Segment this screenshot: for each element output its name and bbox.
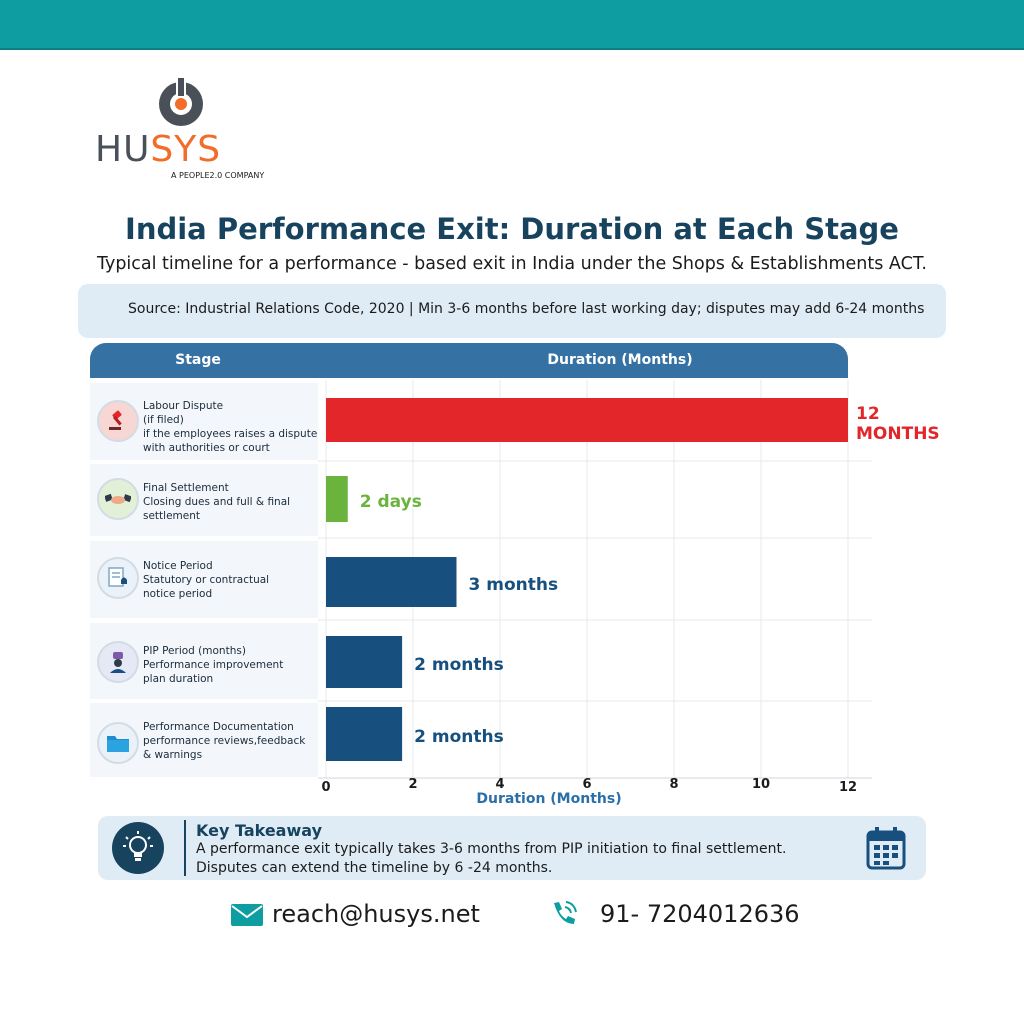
key-takeaway-box: Key Takeaway A performance exit typicall… bbox=[98, 816, 926, 880]
logo-text-sys: SYS bbox=[150, 129, 222, 170]
x-tick-label: 8 bbox=[669, 777, 678, 792]
table-header: Stage Duration (Months) bbox=[90, 343, 848, 378]
stage-title: Final Settlement bbox=[143, 482, 229, 494]
folder-icon bbox=[97, 722, 139, 764]
page-subtitle: Typical timeline for a performance - bas… bbox=[97, 254, 927, 274]
stage-title: Notice Period bbox=[143, 560, 213, 572]
bar bbox=[326, 636, 403, 688]
contact-email[interactable]: reach@husys.net bbox=[272, 900, 480, 928]
stage-desc: settlement bbox=[143, 510, 201, 522]
x-tick-label: 10 bbox=[752, 777, 770, 792]
bar-value-label: 2 months bbox=[414, 727, 504, 747]
x-tick-label: 6 bbox=[582, 777, 591, 792]
stage-text: Performance Documentation performance re… bbox=[143, 720, 305, 762]
stage-desc: notice period bbox=[143, 588, 213, 600]
stage-desc: plan duration bbox=[143, 673, 214, 685]
power-logo-icon bbox=[159, 76, 203, 126]
bar bbox=[326, 476, 348, 522]
bar-value-label: 12 bbox=[856, 404, 880, 424]
stage-row-notice-period: Notice Period Statutory or contractual n… bbox=[90, 541, 318, 618]
takeaway-divider bbox=[184, 820, 186, 876]
x-tick-label: 12 bbox=[839, 780, 857, 795]
stage-row-final-settlement: Final Settlement Closing dues and full &… bbox=[90, 464, 318, 536]
x-tick-label: 2 bbox=[408, 777, 417, 792]
stage-title: Labour Dispute bbox=[143, 400, 224, 412]
source-box: Source: Industrial Relations Code, 2020 … bbox=[78, 284, 946, 338]
stage-row-pip-period: PIP Period (months) Performance improvem… bbox=[90, 623, 318, 699]
bar-value-label: MONTHS bbox=[856, 424, 940, 444]
x-axis-title: Duration (Months) bbox=[476, 791, 621, 807]
meeting-person-icon bbox=[97, 641, 139, 683]
bar bbox=[326, 707, 403, 761]
stage-desc: if the employees raises a dispute bbox=[143, 428, 318, 440]
stage-text: Labour Dispute (if filed) if the employe… bbox=[143, 399, 317, 455]
source-text: Source: Industrial Relations Code, 2020 … bbox=[128, 301, 925, 317]
logo-text-hu: HU bbox=[95, 129, 151, 170]
stage-title: Performance Documentation bbox=[143, 721, 294, 733]
notice-document-icon bbox=[97, 557, 139, 599]
stage-text: Final Settlement Closing dues and full &… bbox=[143, 481, 290, 523]
takeaway-line-1: A performance exit typically takes 3-6 m… bbox=[196, 841, 787, 857]
x-tick-label: 4 bbox=[495, 777, 504, 792]
phone-icon bbox=[554, 901, 577, 924]
stage-title: PIP Period (months) bbox=[143, 645, 246, 657]
stage-desc: Statutory or contractual bbox=[143, 574, 270, 586]
stage-row-labour-dispute: Labour Dispute (if filed) if the employe… bbox=[90, 383, 318, 460]
calendar-icon bbox=[866, 827, 906, 870]
stage-text: PIP Period (months) Performance improvem… bbox=[143, 644, 283, 686]
email-icon bbox=[231, 904, 263, 926]
stage-subtitle: (if filed) bbox=[143, 414, 184, 426]
lightbulb-icon bbox=[112, 822, 164, 874]
stage-row-performance-documentation: Performance Documentation performance re… bbox=[90, 703, 318, 777]
stage-desc: & warnings bbox=[143, 749, 203, 761]
stage-desc: performance reviews,feedback bbox=[143, 735, 306, 747]
bar-value-label: 2 days bbox=[360, 492, 422, 512]
husys-logo: HUSYS A PEOPLE2.0 COMPANY bbox=[95, 74, 265, 186]
x-tick-label: 0 bbox=[321, 780, 330, 795]
takeaway-line-2: Disputes can extend the timeline by 6 -2… bbox=[196, 860, 553, 876]
bar bbox=[326, 557, 457, 607]
stage-column-header: Stage bbox=[175, 352, 221, 368]
bar bbox=[326, 398, 848, 442]
contact-phone[interactable]: 91- 7204012636 bbox=[600, 900, 800, 928]
stage-desc: with authorities or court bbox=[143, 442, 270, 454]
stage-text: Notice Period Statutory or contractual n… bbox=[143, 559, 269, 601]
logo-tagline: A PEOPLE2.0 COMPANY bbox=[171, 171, 265, 180]
stage-desc: Performance improvement bbox=[143, 659, 284, 671]
page-title: India Performance Exit: Duration at Each… bbox=[125, 212, 899, 246]
bar-value-label: 2 months bbox=[414, 655, 504, 675]
duration-column-header: Duration (Months) bbox=[547, 352, 693, 368]
gavel-icon bbox=[97, 400, 139, 442]
takeaway-title: Key Takeaway bbox=[196, 821, 322, 840]
stage-desc: Closing dues and full & final bbox=[143, 496, 291, 508]
top-banner bbox=[0, 0, 1024, 50]
handshake-icon bbox=[97, 478, 139, 520]
bar-value-label: 3 months bbox=[469, 575, 559, 595]
